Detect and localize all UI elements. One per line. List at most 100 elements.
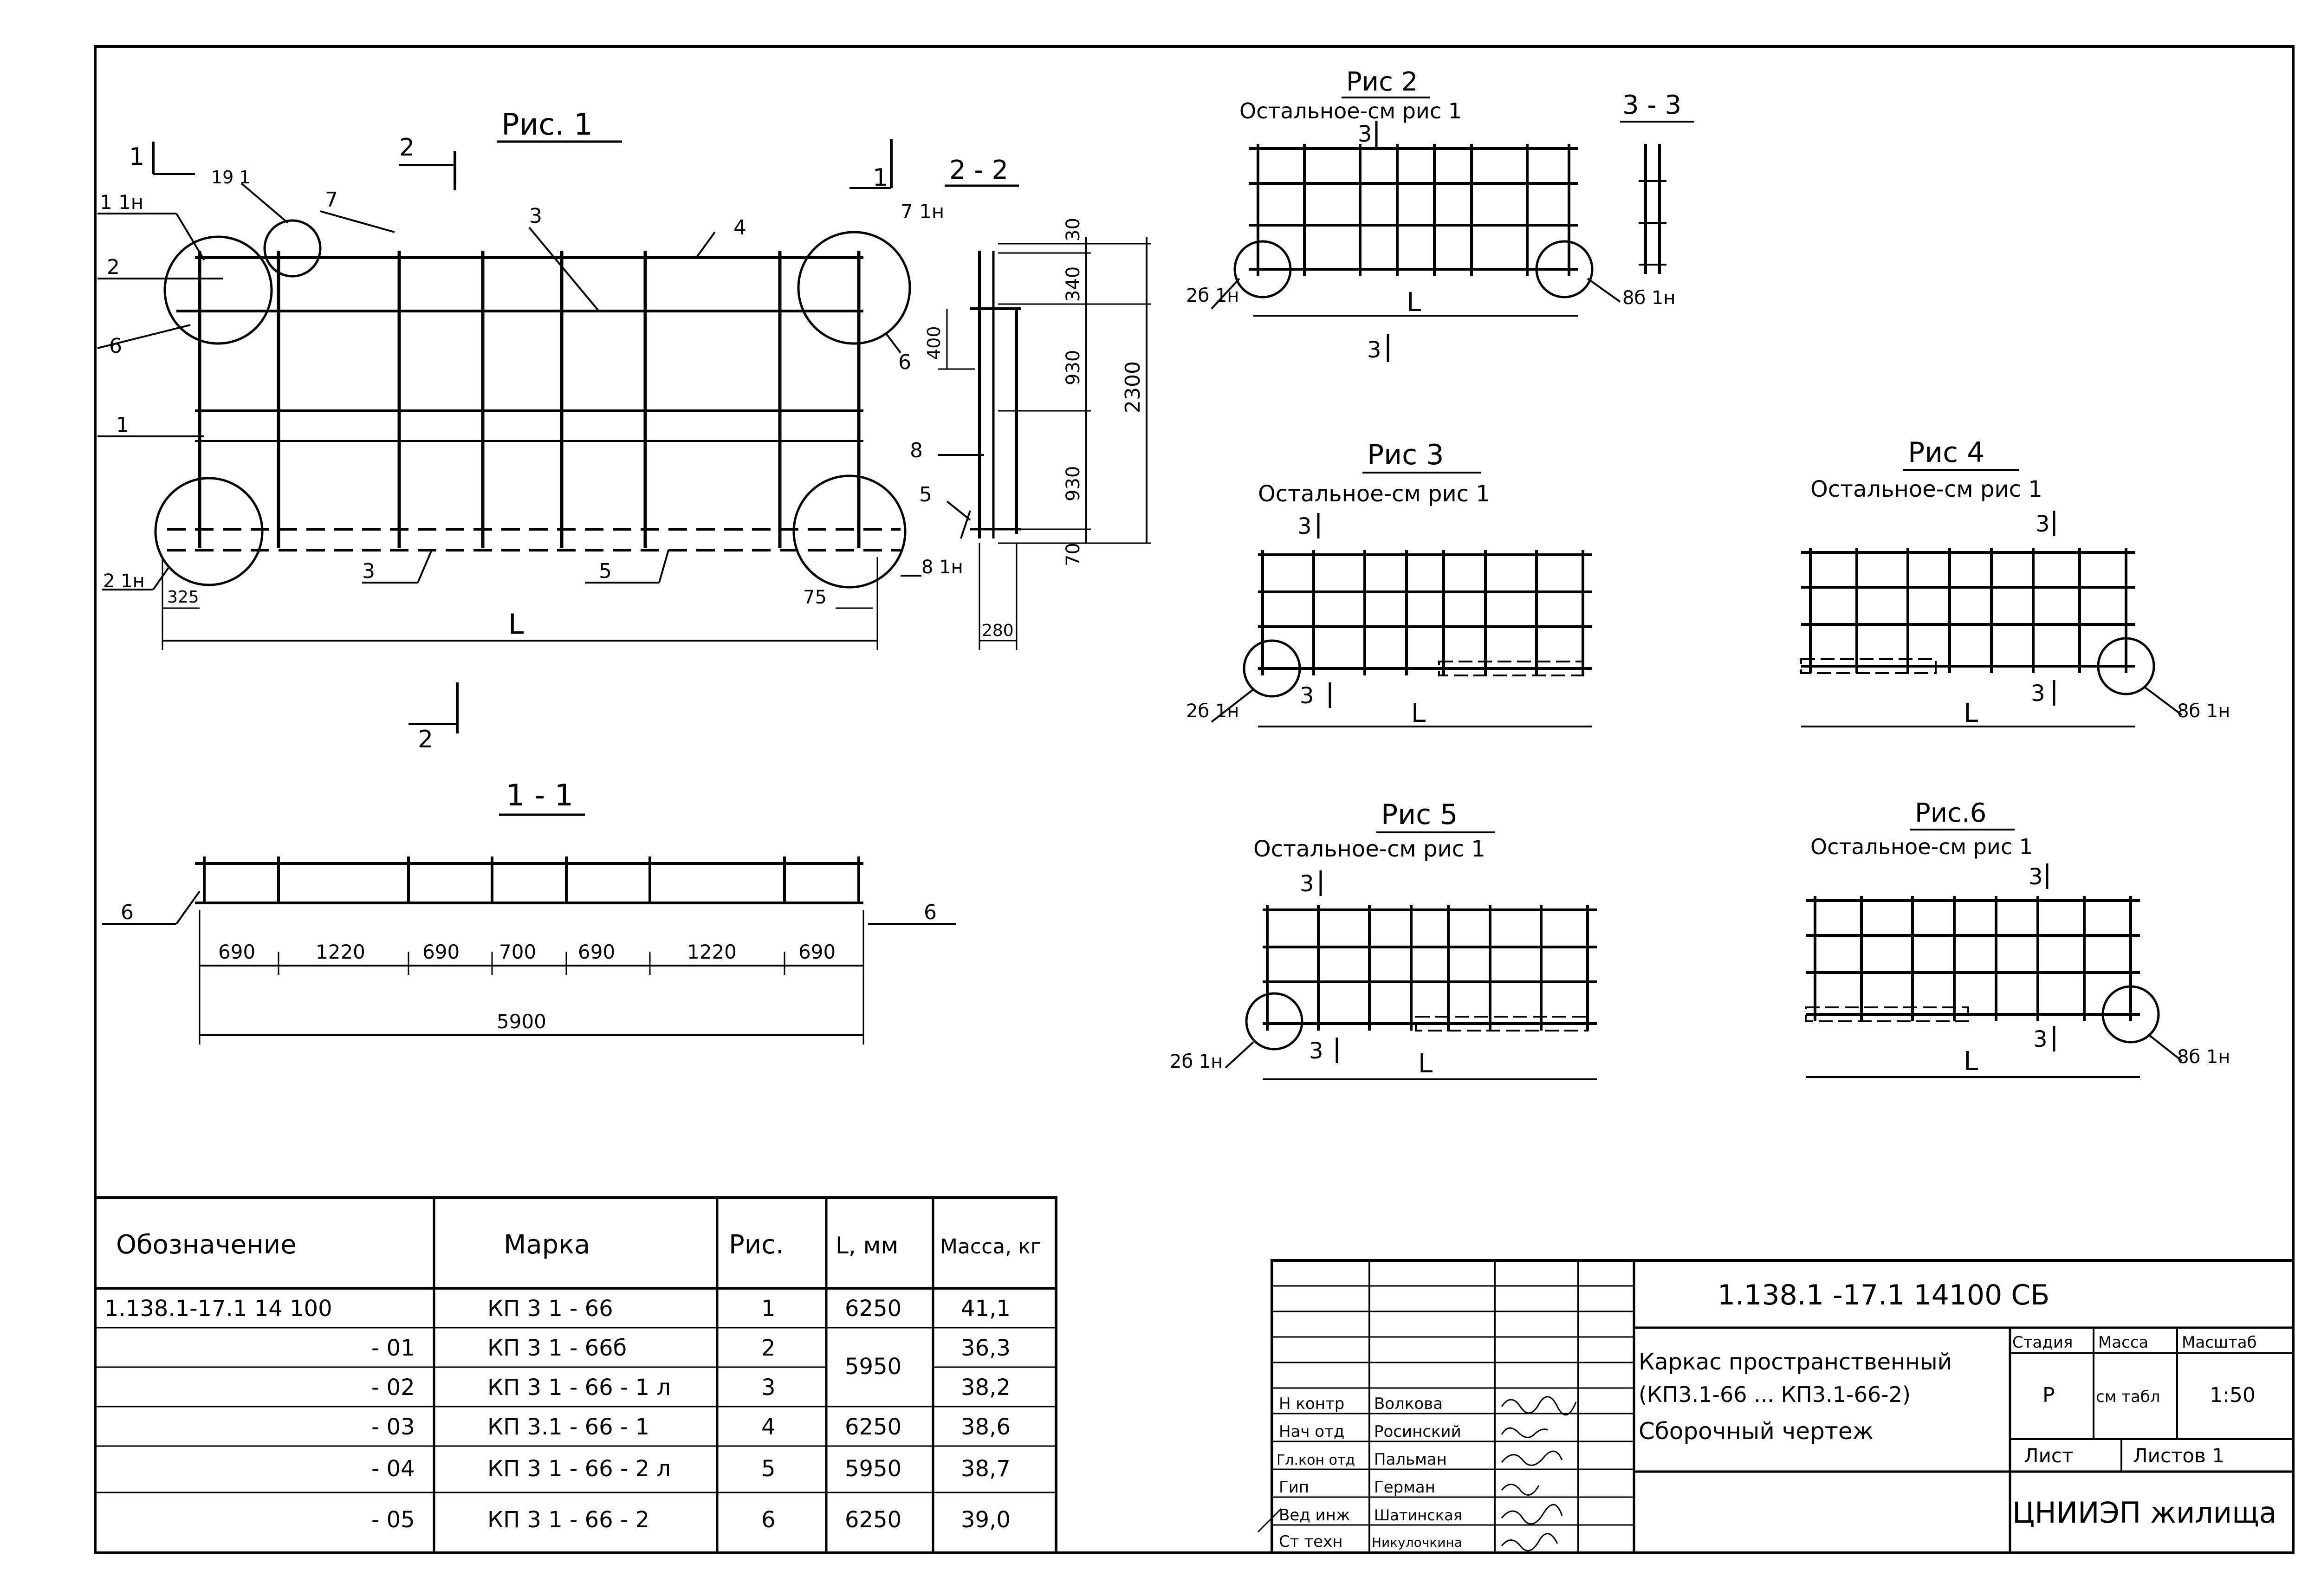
row2-mark: КП 3 1 - 66б <box>487 1335 627 1361</box>
callout-2: 2 <box>107 255 120 279</box>
row6-mark: КП 3 1 - 66 - 2 <box>487 1507 649 1533</box>
section-3-3: 3 - 3 <box>1620 90 1694 274</box>
callout-7: 7 <box>325 188 338 212</box>
name-4: Герман <box>1374 1478 1435 1497</box>
row3-mark: КП 3 1 - 66 - 1 л <box>487 1375 671 1401</box>
fig4-L: L <box>1964 698 1978 728</box>
row6-L: 6250 <box>845 1507 901 1533</box>
fig3-callout: 2б 1н <box>1186 701 1239 722</box>
vdim-400: 400 <box>924 326 944 360</box>
sheet-frame <box>94 45 2295 1554</box>
vdim-30: 30 <box>1063 218 1084 241</box>
figure-2: Рис 2 Остальное-см рис 1 3 2б 1н 8б 1н L… <box>1186 67 1675 363</box>
fig3-L: L <box>1411 698 1426 728</box>
figure-3: Рис 3 Остальное-см рис 1 3 2б 1н 3 L <box>1186 439 1592 728</box>
row2-code: - 01 <box>371 1335 415 1361</box>
callout-6-right: 6 <box>898 350 911 374</box>
signature-5 <box>1501 1504 1563 1525</box>
callout-7-1n: 7 1н <box>901 200 944 223</box>
figure-1: Рис. 1 1 2 1 2 - 2 <box>97 108 1151 753</box>
spec-table: Обозначение Марка Рис. L, мм Масса, кг 1… <box>94 1196 1057 1554</box>
spacing-690-d: 690 <box>798 941 836 963</box>
callout-19-1: 19 1 <box>211 167 251 188</box>
fig4-title: Рис 4 <box>1908 436 1984 469</box>
fig3-mark-bottom: 3 <box>1300 683 1314 709</box>
doc-name-line1: Каркас пространственный <box>1639 1349 1952 1375</box>
doc-code: 1.138.1 -17.1 14100 СБ <box>1718 1279 2049 1311</box>
scale-header: Масштаб <box>2182 1333 2257 1352</box>
callout-1-1n: 1 1н <box>100 191 143 214</box>
hdr-fig: Рис. <box>729 1230 784 1260</box>
row6-code: - 05 <box>371 1507 415 1533</box>
signature-4 <box>1501 1484 1540 1496</box>
name-5: Шатинская <box>1374 1506 1462 1524</box>
mass-value: см табл <box>2096 1388 2160 1406</box>
sheets-header: Листов 1 <box>2133 1444 2224 1467</box>
dim-325: 325 <box>167 588 199 607</box>
fig3-note: Остальное-см рис 1 <box>1258 481 1490 507</box>
spacing-1220-b: 1220 <box>687 941 737 963</box>
row1-mass: 41,1 <box>961 1296 1011 1322</box>
dim-280: 280 <box>982 621 1014 640</box>
vdim-70: 70 <box>1063 543 1084 566</box>
row5-mass: 38,7 <box>961 1456 1011 1482</box>
stage-value: Р <box>2042 1383 2055 1407</box>
fig2-note: Остальное-см рис 1 <box>1239 98 1462 123</box>
name-2: Росинский <box>1374 1422 1461 1441</box>
fig6-mark-top: 3 <box>2029 864 2043 890</box>
section-mark-1: 1 <box>129 143 144 171</box>
fig6-callout: 8б 1н <box>2177 1046 2230 1068</box>
figure-6: Рис.6 Остальное-см рис 1 3 8б 1н 3 L <box>1805 798 2230 1078</box>
name-3: Пальман <box>1374 1450 1447 1469</box>
fig1-title: Рис. 1 <box>501 108 593 142</box>
spacing-700: 700 <box>499 941 536 963</box>
vdim-2300: 2300 <box>1121 361 1145 413</box>
signature-6 <box>1501 1533 1558 1551</box>
fig5-callout: 2б 1н <box>1170 1051 1223 1072</box>
sec11-callout-left: 6 <box>121 901 134 924</box>
mass-header: Масса <box>2098 1333 2148 1352</box>
figure-5: Рис 5 Остальное-см рис 1 3 2б 1н 3 L <box>1170 798 1597 1080</box>
fig4-note: Остальное-см рис 1 <box>1810 476 2042 502</box>
fig2-title: Рис 2 <box>1346 67 1418 97</box>
fig5-note: Остальное-см рис 1 <box>1253 836 1485 862</box>
row6-mass: 39,0 <box>961 1507 1011 1533</box>
row4-mass: 38,6 <box>961 1414 1011 1440</box>
fig2-callout-left: 2б 1н <box>1186 285 1239 306</box>
fig6-mark-bottom: 3 <box>2033 1026 2048 1052</box>
callout-4: 4 <box>733 216 746 240</box>
sheet-header: Лист <box>2024 1444 2073 1467</box>
spacing-690-b: 690 <box>422 941 460 963</box>
sec33-title: 3 - 3 <box>1622 90 1681 120</box>
role-2: Нач отд <box>1279 1422 1344 1441</box>
spacing-690-c: 690 <box>578 941 615 963</box>
row5-mark: КП 3 1 - 66 - 2 л <box>487 1456 671 1482</box>
vdim-340: 340 <box>1063 266 1084 302</box>
row5-fig: 5 <box>761 1456 776 1482</box>
hdr-designation: Обозначение <box>116 1230 297 1260</box>
fig2-callout-right: 8б 1н <box>1622 287 1675 309</box>
row1-mark: КП 3 1 - 66 <box>487 1296 613 1322</box>
signature-1 <box>1501 1396 1577 1416</box>
callout-8: 8 <box>910 439 923 462</box>
fig5-title: Рис 5 <box>1381 798 1458 831</box>
fig2-mark-bottom: 3 <box>1367 337 1381 363</box>
row1-L: 6250 <box>845 1296 901 1322</box>
row5-L: 5950 <box>845 1456 901 1482</box>
fig2-mark-top: 3 <box>1358 121 1372 147</box>
name-6: Никулочкина <box>1372 1535 1462 1550</box>
callout-3-bottom: 3 <box>362 559 375 583</box>
row3-mass: 38,2 <box>961 1375 1011 1401</box>
doc-name-line3: Сборочный чертеж <box>1639 1418 1874 1445</box>
stage-header: Стадия <box>2012 1333 2073 1352</box>
row3-code: - 02 <box>371 1375 415 1401</box>
row2-fig: 2 <box>761 1335 776 1361</box>
name-1: Волкова <box>1374 1395 1443 1413</box>
row6-fig: 6 <box>761 1507 776 1533</box>
vdim-930-bottom: 930 <box>1063 466 1084 501</box>
callout-5-bottom: 5 <box>599 559 612 583</box>
role-3: Гл.кон отд <box>1277 1452 1355 1468</box>
organization: ЦНИИЭП жилища <box>2012 1496 2277 1530</box>
role-4: Гип <box>1279 1478 1309 1497</box>
